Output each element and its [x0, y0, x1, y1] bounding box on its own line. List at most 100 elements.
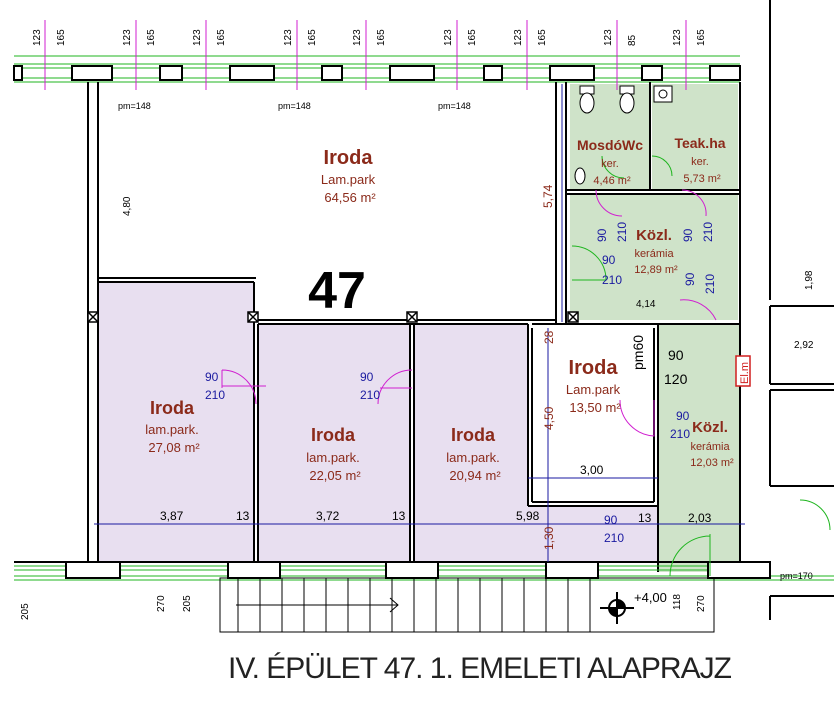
door-swings [221, 155, 831, 577]
top-dim: 123 [603, 29, 614, 46]
room-area: 5,73 m² [683, 173, 721, 185]
room-name: Iroda [324, 147, 374, 169]
top-dim: 165 [376, 29, 387, 46]
room-teakonyha: Teak.ha ker. 5,73 m² [674, 135, 725, 185]
dim-292: 2,92 [794, 340, 814, 351]
dim-270a: 270 [156, 595, 167, 612]
top-dim: 165 [56, 29, 67, 46]
top-dim: 165 [537, 29, 548, 46]
top-dim: 123 [32, 29, 43, 46]
pm-labels: pm=148 pm=148 pm=148 pm=170 [118, 101, 813, 581]
dim-13c: 13 [638, 511, 652, 525]
room-floor: ker. [691, 156, 709, 168]
dim-118: 118 [672, 594, 683, 610]
room-iroda-mid1: Iroda lam.park. 22,05 m² [306, 425, 361, 483]
dim-450: 4,50 [542, 406, 556, 430]
dim-598: 5,98 [516, 509, 540, 523]
door-h: 210 [205, 388, 225, 402]
level-marker-icon [600, 592, 634, 624]
room-fill-kozl-lower [658, 324, 740, 572]
dim-270b: 270 [696, 595, 707, 612]
room-floor: lam.park. [145, 422, 198, 437]
room-name: Iroda [150, 398, 195, 418]
dimension-labels: 4,80 5,74 4,14 1,98 2,92 28 4,50 3,00 3,… [20, 184, 815, 620]
room-area: 64,56 m² [324, 190, 376, 205]
room-area: 20,94 m² [449, 468, 501, 483]
dim-28: 28 [542, 330, 556, 344]
room-floor: kerámia [634, 248, 674, 260]
dim-120: 120 [664, 371, 688, 387]
pm-label: pm=170 [780, 571, 813, 581]
level-label: +4,00 [634, 590, 667, 605]
pm-label: pm=148 [278, 101, 311, 111]
top-dim: 123 [122, 29, 133, 46]
room-area: 27,08 m² [148, 440, 200, 455]
room-area: 12,03 m² [690, 457, 734, 469]
door-w: 90 [602, 253, 616, 267]
room-area: 13,50 m² [569, 400, 621, 415]
room-floor: Lam.park [566, 382, 621, 397]
room-area: 12,89 m² [634, 264, 678, 276]
top-dim: 165 [216, 29, 227, 46]
room-fill-iroda-mid2-a [414, 324, 528, 562]
door-w: 90 [604, 513, 618, 527]
top-dim: 123 [443, 29, 454, 46]
room-iroda-small: Iroda Lam.park 13,50 m² [566, 357, 621, 415]
top-dim: 165 [307, 29, 318, 46]
top-dim: 165 [696, 29, 707, 46]
pm-label: pm=148 [438, 101, 471, 111]
dim-pm60: pm60 [630, 335, 646, 370]
dim-300: 3,00 [580, 463, 604, 477]
dim-198: 1,98 [804, 270, 815, 290]
door-h: 210 [701, 222, 715, 242]
door-w: 90 [676, 409, 690, 423]
door-h: 210 [703, 274, 717, 294]
room-floor: ker. [601, 158, 619, 170]
dim-372: 3,72 [316, 509, 340, 523]
top-dim: 123 [352, 29, 363, 46]
dim-203: 2,03 [688, 511, 712, 525]
room-name: Teak.ha [674, 135, 725, 151]
room-fill-iroda-mid2-b [528, 506, 658, 562]
top-wall-piers [13, 65, 741, 81]
room-iroda-mid2: Iroda lam.park. 20,94 m² [446, 425, 501, 483]
room-kozl-upper: Közl. kerámia 12,89 m² [634, 227, 678, 276]
room-fill-iroda-left [98, 282, 254, 562]
bottom-wall-piers [65, 561, 771, 579]
elec-box [735, 355, 751, 387]
dim-13b: 13 [392, 509, 406, 523]
door-h: 210 [602, 273, 622, 287]
door-w: 90 [595, 228, 609, 242]
stairs [219, 577, 715, 633]
top-dims: 123 165 123 165 123 165 123 165 123 165 … [32, 29, 707, 46]
building-number: 47 [308, 262, 366, 320]
room-floor: lam.park. [306, 450, 359, 465]
top-dim: 165 [467, 29, 478, 46]
top-dim: 85 [627, 34, 638, 46]
room-mosdo-wc: MosdóWc ker. 4,46 m² [577, 137, 643, 187]
dim-13a: 13 [236, 509, 250, 523]
door-w: 90 [360, 370, 374, 384]
top-dim: 123 [192, 29, 203, 46]
top-dim: 165 [146, 29, 157, 46]
room-name: Iroda [569, 357, 619, 379]
room-iroda-large: Iroda Lam.park 64,56 m² [321, 147, 376, 205]
toilet-icon [574, 85, 673, 185]
room-name: MosdóWc [577, 137, 643, 153]
room-area: 22,05 m² [309, 468, 361, 483]
door-h: 210 [604, 531, 624, 545]
dim-387: 3,87 [160, 509, 184, 523]
dim-line-horizontal [94, 84, 745, 562]
door-w: 90 [205, 370, 219, 384]
top-dim-ticks [44, 20, 687, 90]
dim-205: 205 [20, 603, 31, 620]
dim-130: 1,30 [542, 526, 556, 550]
room-kozl-lower: Közl. kerámia 12,03 m² [690, 419, 734, 469]
top-dim: 123 [672, 29, 683, 46]
room-iroda-left: Iroda lam.park. 27,08 m² [145, 398, 200, 455]
door-dims: 90 210 90 210 90 210 90 210 90 210 90 21… [205, 222, 717, 545]
pm-label: pm=148 [118, 101, 151, 111]
plan-caption: IV. ÉPÜLET 47. 1. EMELETI ALAPRAJZ [228, 652, 732, 685]
